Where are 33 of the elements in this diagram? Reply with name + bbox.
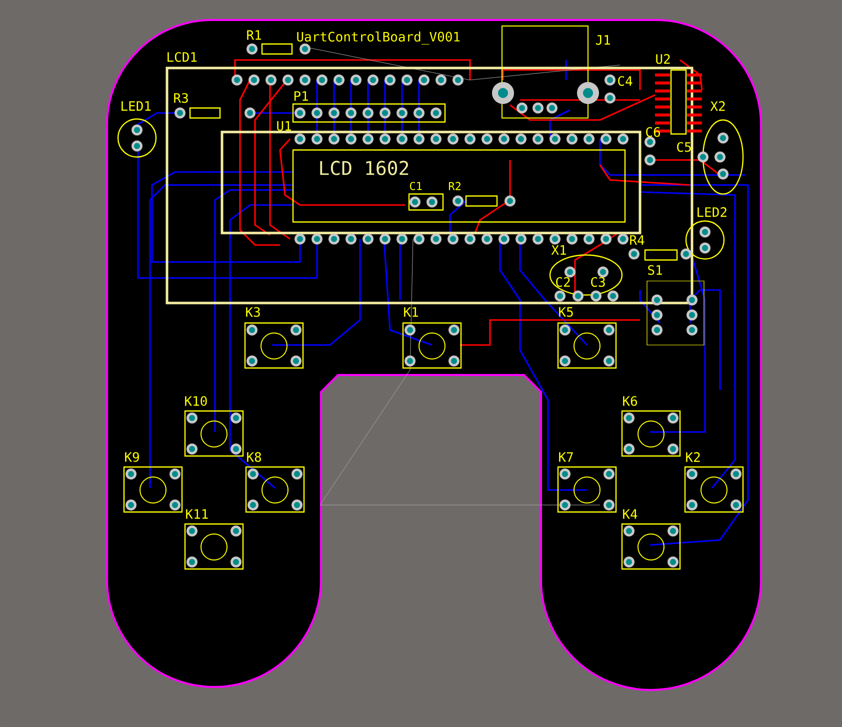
designator-label: C4 [618,76,632,86]
board-name-label: UartControlBoard_V001 [297,32,460,44]
designator-label: K4 [623,509,638,519]
designator-label: C2 [556,277,570,287]
designator-label: U1 [277,121,291,131]
designator-label: R1 [247,30,261,40]
designator-label: X2 [710,101,725,111]
silkscreen-label: LCD 1602 [320,160,408,176]
designator-label: R3 [174,93,188,103]
designator-label: K8 [247,452,262,462]
designator-label: K6 [623,396,637,406]
designator-label: K11 [186,509,208,519]
designator-label: C6 [646,127,660,137]
designator-label: S1 [648,265,662,275]
designator-label: J1 [596,35,610,45]
designator-label: K10 [185,396,207,406]
designator-label: P1 [294,91,308,101]
designator-label: LED2 [698,207,726,217]
designator-label: K3 [246,307,260,317]
designator-label: R4 [630,235,644,245]
designator-label: R2 [448,182,460,190]
designator-label: K5 [559,307,573,317]
designator-label: K2 [686,452,700,462]
designator-label: K7 [559,452,573,462]
designator-label: LED1 [122,101,151,111]
designator-label: LCD1 [168,52,197,62]
designator-label: K1 [404,307,418,317]
designator-label: K9 [125,452,139,462]
designator-label: X1 [551,245,566,255]
designator-label: C5 [677,142,691,152]
designator-label: C1 [410,182,422,190]
designator-label: C3 [591,277,605,287]
designator-label: U2 [656,54,670,64]
